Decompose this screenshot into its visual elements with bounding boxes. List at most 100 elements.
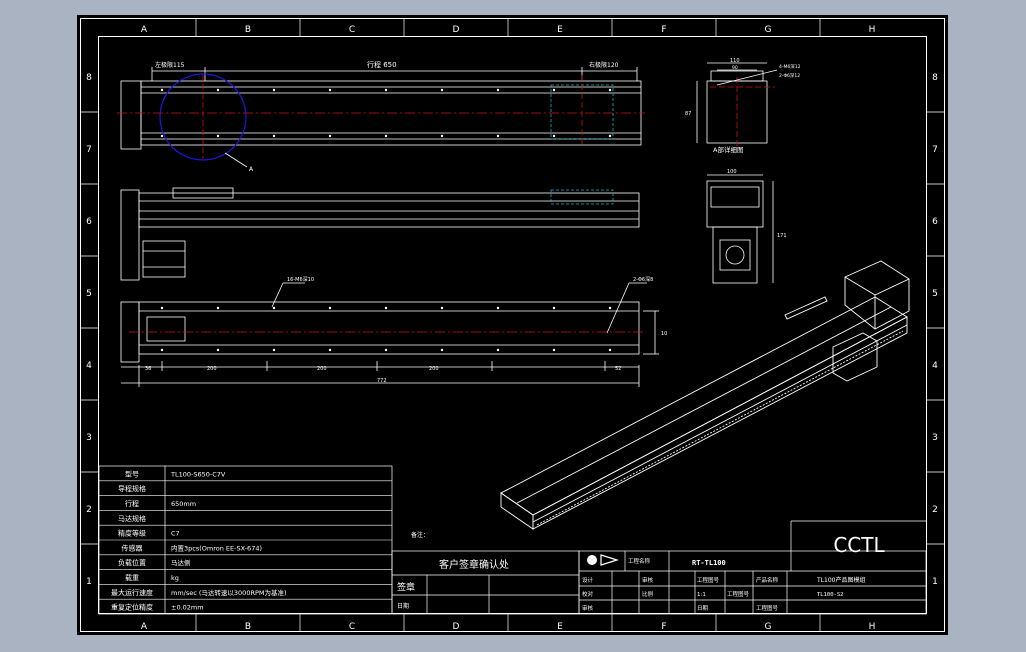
mount-hole [496, 88, 500, 92]
zone-letter-top: C [349, 25, 355, 35]
zone-number-right: 4 [932, 361, 938, 371]
spec-label: 传感器 [122, 543, 143, 552]
bottom-hole [496, 348, 500, 352]
side-view-slider [172, 187, 234, 199]
zone-number-right: 5 [932, 289, 938, 299]
mount-hole [272, 134, 276, 138]
top-dim-left: 左极限115 [155, 61, 185, 69]
mount-hole [384, 134, 388, 138]
zone-letter-bottom: D [453, 622, 460, 632]
iso-slider [784, 296, 828, 320]
mount-hole [384, 88, 388, 92]
mount-hole [216, 134, 220, 138]
detail-leader-label: A [249, 166, 254, 173]
title-cell-label: 日期 [697, 605, 709, 612]
bottom-hole [216, 348, 220, 352]
bottom-dim-height: 10 [661, 331, 667, 337]
side-view-body [138, 192, 640, 228]
bottom-hole [160, 348, 164, 352]
bottom-view-holes [160, 306, 612, 352]
top-view-motor-end [120, 80, 142, 150]
zone-letter-bottom: E [557, 622, 563, 632]
spec-value: 内置3pcs(Omron EE-SX-674) [171, 543, 262, 552]
drawing-number: RT-TL100 [692, 559, 726, 567]
title-cell-label: 校对 [582, 590, 594, 598]
spec-label: 载重 [125, 573, 139, 582]
spec-label: 型号 [125, 469, 139, 478]
bottom-hole [552, 306, 556, 310]
mount-hole [216, 88, 220, 92]
end-view-profile [706, 180, 764, 228]
title-cell-label: 设计 [582, 576, 594, 584]
iso-top-face [500, 296, 908, 516]
detail-caption: A部详细图 [713, 145, 743, 154]
title-block[interactable] [578, 520, 927, 615]
bottom-dim-3: 200 [317, 366, 327, 372]
zone-number-left: 5 [86, 289, 92, 299]
bottom-hole [552, 348, 556, 352]
bottom-hole [440, 348, 444, 352]
top-view-holes [160, 88, 612, 138]
detail-dim-inner: 90 [732, 65, 738, 71]
title-cell-label: 工程图号 [697, 576, 720, 584]
bottom-hole [272, 348, 276, 352]
bottom-hole [328, 306, 332, 310]
side-view[interactable] [120, 187, 640, 281]
spec-value: C7 [171, 530, 180, 538]
mount-hole [608, 88, 612, 92]
bottom-view-body [138, 301, 640, 355]
spec-label: 负载位置 [118, 558, 146, 567]
side-view-motor-end [120, 189, 140, 281]
zone-letter-bottom: H [869, 622, 876, 632]
zone-number-right: 7 [932, 145, 938, 155]
zone-number-right: 1 [932, 577, 938, 587]
spec-label: 重复定位精度 [111, 603, 153, 612]
bottom-hole [496, 306, 500, 310]
bottom-hole [440, 306, 444, 310]
mount-hole [328, 88, 332, 92]
detail-dim-height: 87 [685, 111, 691, 117]
sign-label: 签章 [397, 581, 415, 593]
bottom-dim-total: 772 [377, 378, 387, 384]
zone-number-left: 6 [86, 217, 92, 227]
mount-hole [328, 134, 332, 138]
top-dim-stroke: 行程 650 [367, 60, 397, 69]
title-cell-label: 审核 [642, 576, 654, 584]
bottom-hole [328, 348, 332, 352]
end-view[interactable] [706, 174, 774, 284]
title-cell-label: 工程图号 [756, 604, 779, 612]
spec-label: 行程 [125, 499, 139, 508]
detail-note-2: 2-Φ6深12 [779, 72, 800, 79]
title-cell-label: 1:1 [697, 592, 706, 598]
top-view[interactable] [117, 67, 645, 168]
logo-mark [587, 554, 620, 566]
zone-number-right: 3 [932, 433, 938, 443]
title-cell-label: 产品名称 [756, 576, 779, 584]
mount-hole [440, 134, 444, 138]
bottom-hole [384, 306, 388, 310]
bottom-view[interactable] [120, 282, 659, 387]
detail-a-view[interactable] [696, 62, 778, 147]
bottom-dim-5: 52 [615, 366, 621, 372]
isometric-view[interactable] [500, 260, 910, 530]
zone-letter-top: E [557, 25, 563, 35]
zone-number-left: 8 [86, 73, 92, 83]
date-label: 日期 [397, 602, 409, 610]
zone-letter-top: A [141, 25, 148, 35]
bottom-hole [160, 306, 164, 310]
iso-motor-housing [832, 332, 878, 382]
spec-label: 马达规格 [118, 514, 146, 523]
customer-confirm-label: 客户签章确认处 [439, 558, 509, 571]
zone-number-left: 3 [86, 433, 92, 443]
mount-hole [160, 88, 164, 92]
zone-number-right: 2 [932, 505, 938, 515]
bottom-hole [216, 306, 220, 310]
spec-label: 最大运行速度 [111, 588, 153, 597]
